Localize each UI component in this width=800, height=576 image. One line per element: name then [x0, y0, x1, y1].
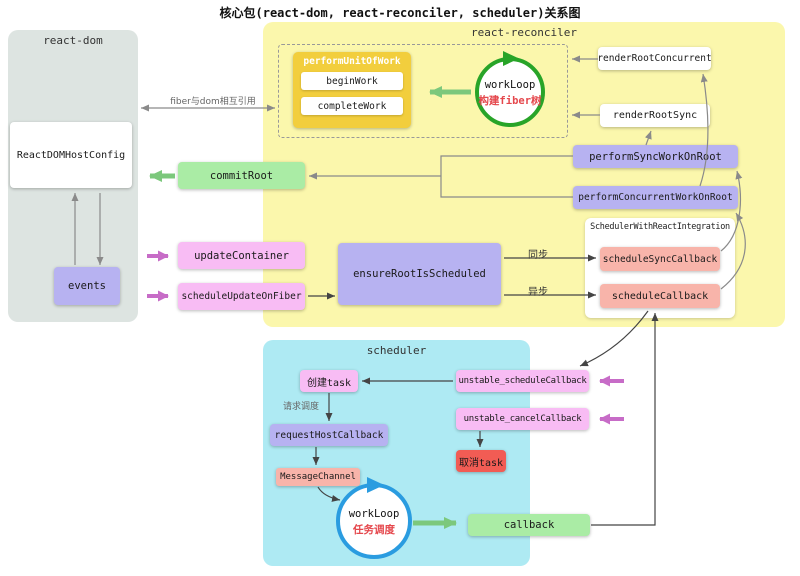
node-perform-unit-of-work: performUnitOfWork beginWork completeWork	[293, 52, 411, 128]
node-schedule-update-on-fiber: scheduleUpdateOnFiber	[178, 283, 305, 310]
node-update-container: updateContainer	[178, 242, 305, 269]
work-loop-dashed-group	[278, 44, 568, 138]
node-events: events	[54, 267, 120, 305]
fiber-work-loop-title: workLoop	[484, 79, 536, 91]
fiber-work-loop-label: workLoop 构建fiber树	[460, 79, 560, 108]
node-perform-sync-work-on-root: performSyncWorkOnRoot	[573, 145, 738, 168]
node-begin-work: beginWork	[301, 72, 403, 90]
node-render-root-concurrent: renderRootConcurrent	[597, 47, 712, 70]
perform-unit-of-work-label: performUnitOfWork	[303, 56, 401, 67]
node-schedule-callback: scheduleCallback	[600, 284, 720, 308]
node-unstable-schedule-callback: unstable_scheduleCallback	[456, 370, 589, 392]
node-create-task: 创建task	[300, 370, 358, 392]
task-work-loop-subtitle: 任务调度	[353, 524, 395, 536]
async-arrow-label: 异步	[528, 287, 548, 298]
node-schedule-sync-callback: scheduleSyncCallback	[600, 247, 720, 271]
node-commit-root: commitRoot	[178, 162, 305, 189]
task-work-loop-title: workLoop	[348, 508, 400, 520]
node-message-channel: MessageChannel	[276, 468, 360, 486]
fiber-work-loop-subtitle: 构建fiber树	[478, 95, 542, 107]
task-work-loop-label: workLoop 任务调度	[324, 508, 424, 537]
node-complete-work: completeWork	[301, 97, 403, 115]
scheduler-integration-label: SchedulerWithReactIntegration	[590, 222, 730, 232]
arrow-callback-to-schedulecallback	[591, 313, 659, 526]
scheduler-region-label: scheduler	[366, 344, 427, 357]
node-perform-concurrent-work-on-root: performConcurrentWorkOnRoot	[573, 186, 738, 209]
react-reconciler-region-label: react-reconciler	[471, 26, 577, 39]
node-render-root-sync: renderRootSync	[600, 104, 710, 127]
node-cancel-task: 取消task	[456, 450, 506, 472]
node-ensure-root-is-scheduled: ensureRootIsScheduled	[338, 243, 501, 305]
node-unstable-cancel-callback: unstable_cancelCallback	[456, 408, 589, 430]
fiber-dom-label: fiber与dom相互引用	[170, 97, 256, 107]
request-schedule-label: 请求调度	[283, 402, 320, 412]
react-dom-region-label: react-dom	[43, 34, 103, 47]
node-callback: callback	[468, 514, 590, 536]
sync-arrow-label: 同步	[528, 250, 548, 261]
node-request-host-callback: requestHostCallback	[270, 424, 388, 446]
node-react-dom-host-config: ReactDOMHostConfig	[10, 122, 132, 188]
diagram-title: 核心包(react-dom, react-reconciler, schedul…	[219, 6, 581, 20]
